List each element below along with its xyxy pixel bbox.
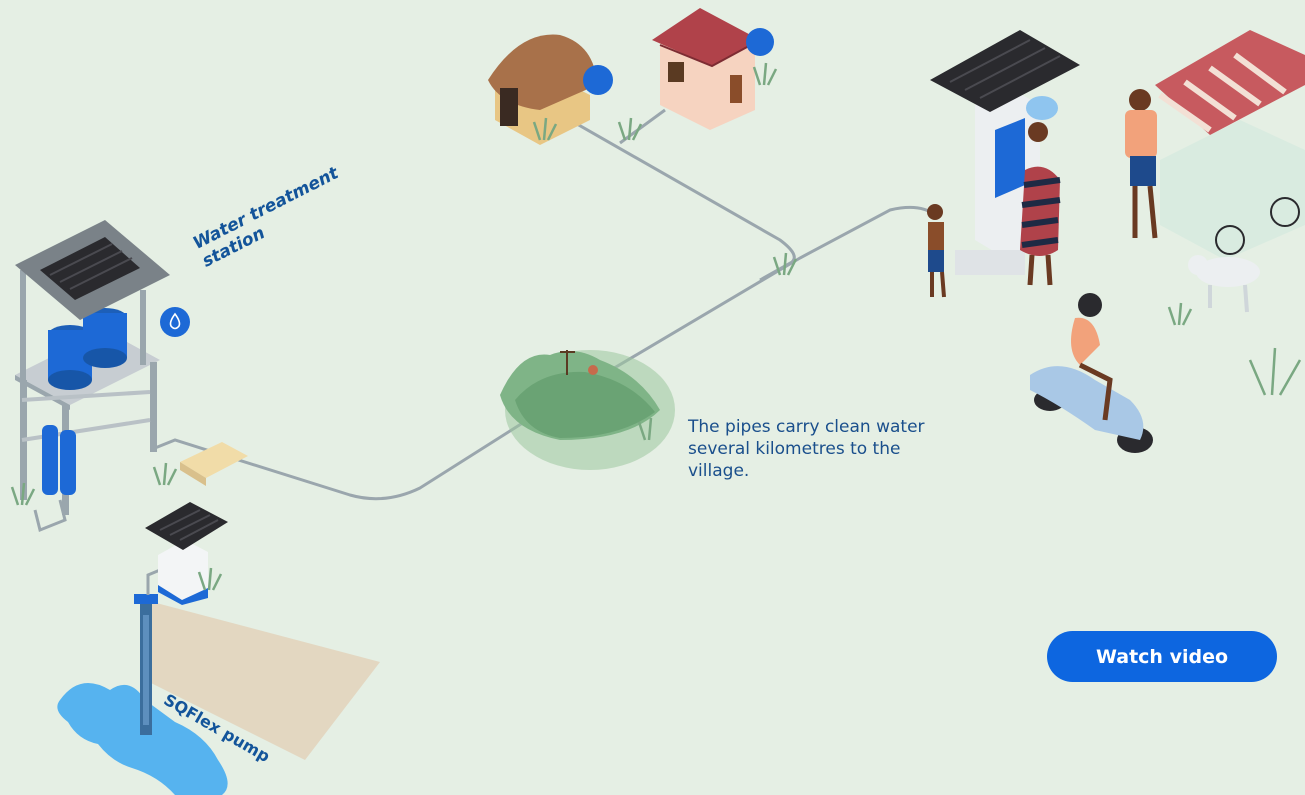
child — [927, 204, 944, 297]
hill — [500, 350, 675, 470]
hut — [488, 35, 613, 145]
water-drop-icon — [160, 307, 190, 337]
tap-icon — [583, 65, 613, 95]
scooter-rider — [1030, 293, 1153, 453]
vendor — [1125, 89, 1157, 238]
tap-icon — [746, 28, 774, 56]
goat — [1188, 255, 1260, 312]
market-stall — [1155, 30, 1305, 260]
pipes-caption: The pipes carry clean water several kilo… — [688, 416, 958, 482]
watch-video-button[interactable]: Watch video — [1047, 631, 1277, 682]
